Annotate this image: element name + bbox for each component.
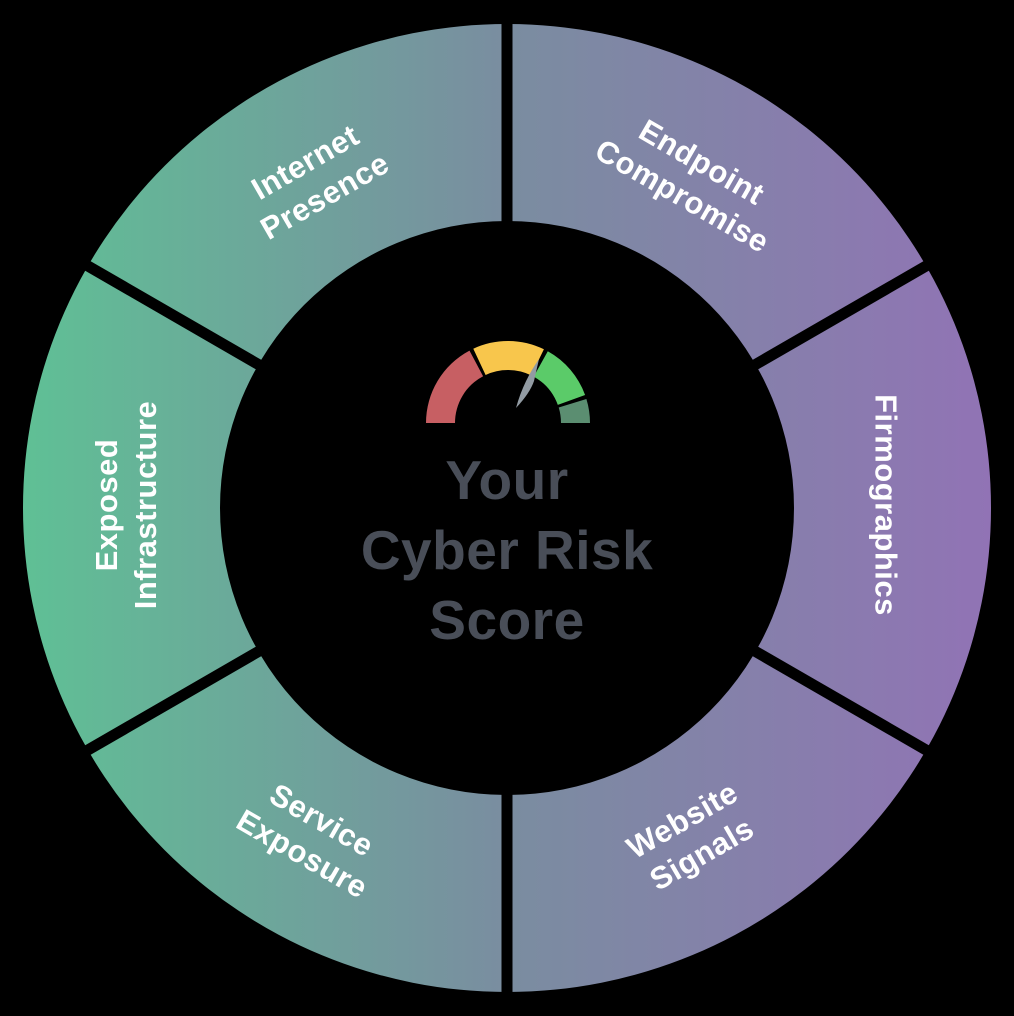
wheel-ring bbox=[23, 24, 991, 992]
gauge-green-arc bbox=[533, 351, 586, 405]
center-title-line: Score bbox=[429, 589, 585, 651]
divider-2oclock bbox=[746, 257, 936, 373]
gauge-red-arc bbox=[426, 350, 484, 423]
center-title: Your Cyber Risk Score bbox=[361, 445, 653, 655]
segment-label-line: Exposed bbox=[89, 438, 124, 572]
gauge-needle bbox=[516, 359, 539, 408]
segment-dividers bbox=[78, 16, 936, 1000]
segment-label-line: Infrastructure bbox=[128, 400, 163, 610]
gauge-icon bbox=[426, 341, 590, 423]
divider-4oclock bbox=[746, 643, 936, 759]
center-title-line: Cyber Risk bbox=[360, 519, 654, 581]
segment-label-line: Firmographics bbox=[868, 394, 904, 616]
segment-label-firmographics: Firmographics bbox=[867, 394, 906, 616]
segment-label-exposed-infrastructure: Exposed Infrastructure bbox=[87, 401, 165, 610]
gauge-yellow-arc bbox=[473, 341, 544, 376]
divider-8oclock bbox=[78, 643, 268, 759]
divider-10oclock bbox=[78, 257, 268, 373]
center-title-line: Your bbox=[445, 449, 569, 511]
gauge-teal-arc bbox=[558, 399, 590, 423]
